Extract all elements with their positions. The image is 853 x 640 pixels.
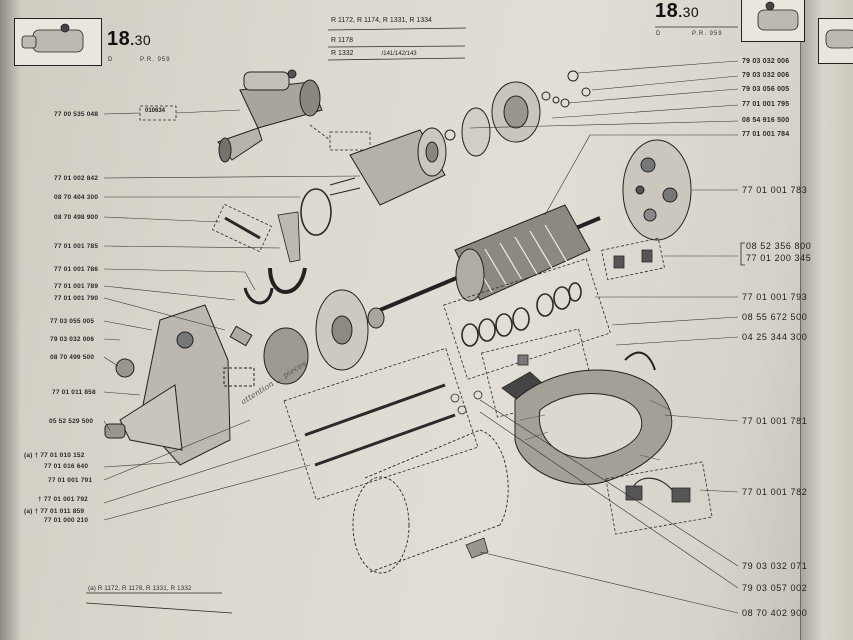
part-number: 08 55 672 500 [742, 312, 808, 322]
starter-thumbnail-left-icon [21, 23, 84, 53]
part-number: (a) † 77 01 010 152 [24, 452, 85, 459]
o-ring-icon [300, 188, 332, 236]
part-number: (a) † 77 01 011 859 [24, 508, 85, 515]
assembled-starter-icon [217, 69, 323, 163]
starter-thumbnail-next-icon [825, 29, 853, 49]
part-number: 77 01 001 782 [742, 487, 808, 497]
part-number: 77 01 001 791 [48, 477, 93, 484]
part-number: 08 54 916 500 [742, 117, 790, 124]
models-line-3: R 1332/141/142/143 [331, 50, 417, 57]
header-right-code-pr: P.R. 959 [692, 31, 723, 37]
part-number: 77 01 001 795 [742, 101, 790, 108]
part-number: 08 52 356 800 [746, 241, 812, 251]
part-number: 77 01 001 785 [54, 243, 99, 250]
part-number: 79 03 032 006 [742, 72, 790, 79]
header-right-title: 18.30 [655, 0, 700, 22]
armature-icon [379, 204, 601, 312]
part-number: 77 01 001 786 [54, 266, 99, 273]
part-number: 08 70 402 900 [742, 608, 808, 618]
header-left-code-d: D [108, 57, 114, 63]
screw-icon [465, 537, 489, 559]
starter-thumbnail-right-icon [757, 1, 799, 31]
part-number: 79 03 032 071 [742, 561, 808, 571]
part-number: 77 01 200 345 [746, 253, 812, 263]
part-number: 77 01 001 793 [742, 292, 808, 302]
part-number: 08 70 404 300 [54, 194, 99, 201]
part-number: 77 01 001 783 [742, 185, 808, 195]
models-line-2: R 1178 [331, 37, 354, 44]
part-number: 04 25 344 300 [742, 332, 808, 342]
part-number: 77 01 011 858 [52, 389, 96, 396]
next-page-edge [800, 0, 853, 640]
part-number: 77 01 001 784 [742, 131, 790, 138]
part-number: 05 52 529 500 [49, 418, 94, 425]
footnote: (a) R 1172, R 1178, R 1331, R 1332 [88, 585, 192, 592]
part-number: 08 70 499 500 [50, 354, 95, 361]
part-number: 79 03 032 006 [742, 58, 790, 65]
drive-housing-icon [104, 304, 231, 466]
solenoid-icon [329, 127, 447, 206]
header-left-code-pr: P.R. 959 [140, 57, 171, 63]
models-line-1: R 1172, R 1174, R 1331, R 1334 [331, 17, 432, 24]
part-number: 79 03 032 006 [50, 336, 95, 343]
part-number: 77 01 002 842 [54, 175, 99, 182]
leader-lines [103, 60, 739, 614]
header-right-code-d: D [656, 31, 662, 37]
part-number: 77 00 535 048 [54, 111, 99, 118]
drive-fork-icon [243, 211, 307, 305]
solenoid-cap-icon [444, 70, 591, 157]
pinion-icon [223, 289, 385, 387]
end-plate-icon [622, 139, 692, 241]
part-number: 77 01 001 789 [54, 283, 99, 290]
part-number: 79 03 057 002 [742, 583, 808, 593]
washer-set-box [443, 258, 611, 380]
page-gutter-shadow [0, 0, 20, 640]
part-number: 77 01 000 210 [44, 517, 89, 524]
part-number: 08 70 498 900 [54, 214, 99, 221]
part-number: 77 01 001 781 [742, 416, 808, 426]
part-number: 77 01 016 640 [44, 463, 89, 470]
inline-part-label: 010634 [145, 108, 166, 114]
part-number: 77 03 055 005 [50, 318, 95, 325]
part-number: 79 03 056 005 [742, 86, 790, 93]
yoke-outline [352, 429, 509, 574]
part-number: † 77 01 001 792 [38, 496, 88, 503]
header-left-title: 18.30 [107, 28, 152, 50]
through-bolts-box [283, 347, 479, 501]
part-number: 77 01 001 790 [54, 295, 99, 302]
models-rule-1 [327, 27, 467, 31]
field-coil-icon [514, 351, 673, 485]
